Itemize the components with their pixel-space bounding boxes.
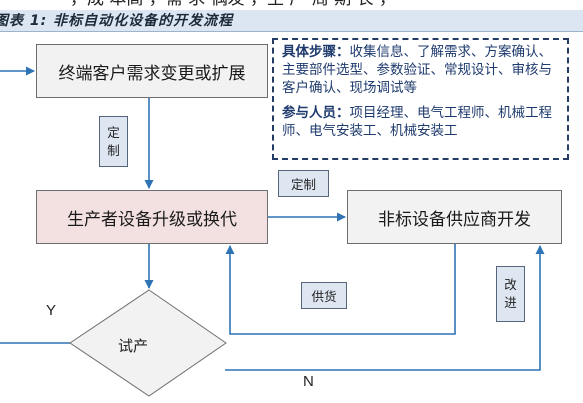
page-text-fragment: ，成 本高 ，需 求 偶发 ，生 产 周 期 长 ， (70, 0, 540, 9)
steps-text: 收集信息、了解需求、方案确认、主要部件选型、参数验证、常规设计、审核与客户确认、… (282, 44, 552, 96)
customize-char-1: 定 (107, 124, 120, 140)
process-info-box: 具体步骤：收集信息、了解需求、方案确认、主要部件选型、参数验证、常规设计、审核与… (272, 38, 569, 160)
producer-upgrade-node: 生产者设备升级或换代 (36, 190, 268, 244)
yes-label: Y (46, 302, 57, 319)
people-text: 项目经理、电气工程师、机械工程师、电气安装工、机械安装工 (282, 105, 552, 139)
steps-label: 具体步骤： (282, 44, 350, 60)
improve-tag: 改 进 (496, 266, 525, 322)
trial-production-label: 试产 (118, 337, 149, 355)
figure-caption: 图表 1: 非标自动化设备的开发流程 (0, 13, 234, 29)
steps-paragraph: 具体步骤：收集信息、了解需求、方案确认、主要部件选型、参数验证、常规设计、审核与… (282, 43, 562, 97)
customize-tag-vertical: 定 制 (99, 116, 128, 167)
people-label: 参与人员： (282, 105, 350, 121)
arrow-supply-back (225, 244, 456, 335)
improve-char-1: 改 (504, 277, 517, 292)
no-label: N (303, 373, 314, 390)
arrow-improve-back (225, 245, 545, 371)
supplier-develop-node: 非标设备供应商开发 (347, 190, 562, 244)
demand-change-node: 终端客户需求变更或扩展 (36, 44, 268, 98)
people-paragraph: 参与人员：项目经理、电气工程师、机械工程师、电气安装工、机械安装工 (282, 104, 562, 140)
improve-char-2: 进 (504, 295, 517, 310)
supply-tag: 供货 (301, 282, 347, 309)
customize-tag-horizontal: 定制 (278, 170, 329, 197)
trial-production-diamond (69, 289, 227, 397)
figure-caption-bar: 图表 1: 非标自动化设备的开发流程 (0, 10, 583, 32)
customize-char-2: 制 (107, 142, 120, 158)
